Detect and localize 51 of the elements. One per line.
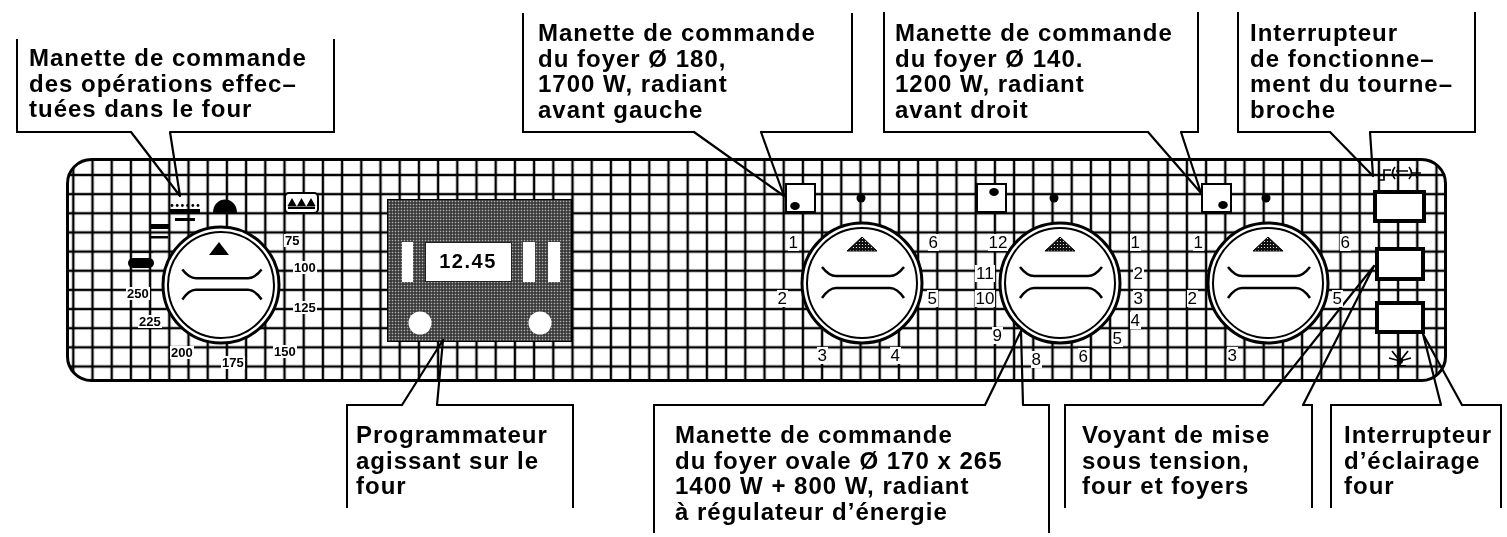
scale-number: 5	[1331, 289, 1343, 307]
scale-number: 1	[1129, 233, 1141, 251]
leader-line	[983, 329, 1025, 407]
scale-number: 9	[991, 326, 1003, 344]
scale-number: 8	[1030, 350, 1042, 368]
switch	[1372, 300, 1427, 368]
leader-line	[1261, 264, 1376, 407]
scale-number: 2	[1132, 264, 1144, 282]
callout-text: Manette de commande du foyer ovale Ø 170 x 265 1400 W + 800 W, radiant à régulateur d’énergie	[675, 422, 1003, 524]
callout-text: Voyant de mise sous tension, four et foyers	[1082, 422, 1271, 499]
callout-box	[346, 404, 574, 508]
leader-line	[1328, 130, 1375, 178]
scale-number: 1	[787, 233, 799, 251]
control-panel	[66, 158, 1447, 382]
leader-line	[129, 130, 182, 198]
callout-text: Programmateur agissant sur le four	[356, 422, 548, 499]
control-knob	[975, 181, 1123, 346]
scale-number: 4	[889, 346, 901, 364]
scale-number: 2	[776, 289, 788, 307]
scale-number: 4	[1129, 311, 1141, 329]
callout-text: Interrupteur de fonctionne– ment du tourne– broche	[1250, 20, 1453, 122]
callout-text: Manette de commande du foyer Ø 140. 1200 W, radiant avant droit	[895, 20, 1173, 122]
callout-box	[522, 13, 853, 133]
scale-number: 3	[816, 346, 828, 364]
scale-number: 2	[1186, 289, 1198, 307]
leader-line	[1421, 332, 1464, 407]
scale-number: 1	[1192, 233, 1204, 251]
callout-text: Manette de commande du foyer Ø 180, 1700 W, radiant avant gauche	[538, 20, 816, 122]
leader-line	[400, 338, 445, 407]
callout-box	[653, 404, 1050, 533]
leader-line	[692, 130, 786, 198]
callout-box	[1330, 404, 1502, 508]
programmer-unit	[387, 199, 572, 342]
time-display: 12.45	[424, 241, 512, 282]
scale-number: 5	[1111, 329, 1123, 347]
scale-number: 3	[1132, 289, 1144, 307]
control-knob	[784, 181, 925, 346]
callout-text: Interrupteur d’éclairage four	[1344, 422, 1492, 499]
scale-number: 6	[927, 233, 939, 251]
callout-text: Manette de commande des opérations effec– tuées dans le four	[29, 45, 307, 122]
scale-number: 6	[1077, 347, 1089, 365]
scale-number: 3	[1226, 346, 1238, 364]
callout-box	[16, 39, 335, 133]
callout-box	[1064, 404, 1313, 508]
callout-box	[883, 12, 1199, 133]
callout-box	[1237, 12, 1476, 133]
leader-line	[1146, 130, 1203, 195]
scale-number: 5	[926, 289, 938, 307]
scale-number: 6	[1339, 233, 1351, 251]
control-knob	[1200, 181, 1331, 346]
switch	[1372, 246, 1427, 282]
